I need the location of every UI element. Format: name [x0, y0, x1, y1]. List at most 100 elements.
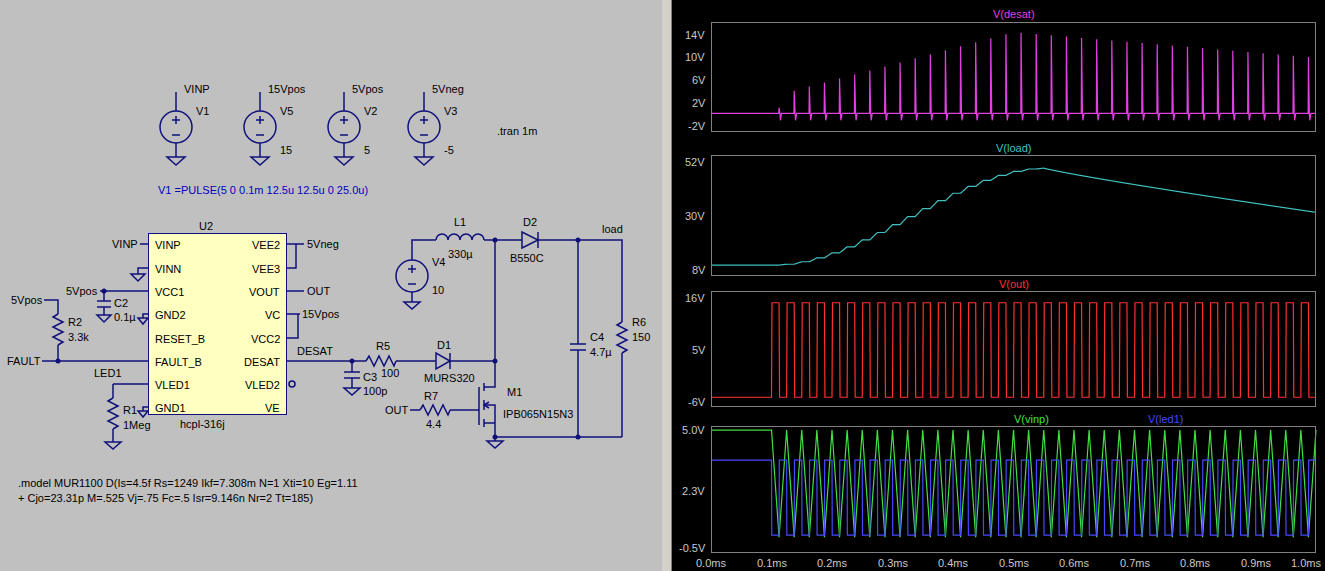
part-label: 5Vpos — [11, 294, 42, 307]
junction-dot — [576, 238, 581, 243]
part-label: 5Vpos — [66, 285, 97, 298]
axis-tick-label: 8V — [692, 264, 705, 277]
pin-name: GND2 — [155, 309, 186, 322]
part-label: C3 — [363, 371, 377, 384]
plot-pane: V(out) — [711, 291, 1316, 407]
part-label: 0.1µ — [114, 311, 136, 324]
pin-name: VCC1 — [155, 286, 184, 299]
part-label: .model MUR1100 D(Is=4.5f Rs=1249 Ikf=7.3… — [18, 477, 358, 490]
pin-name: RESET_B — [155, 333, 205, 346]
axis-tick-label: -2V — [688, 120, 705, 133]
source-symbol — [244, 111, 276, 143]
part-label: 4.7µ — [590, 346, 612, 359]
source-symbol — [396, 260, 428, 292]
waveform-trace — [711, 33, 1316, 121]
waveform-trace — [711, 168, 1316, 265]
part-label: 150 — [632, 331, 650, 344]
part-label: 1Meg — [123, 419, 151, 432]
part-label: LED1 — [94, 367, 122, 380]
window-divider — [662, 0, 672, 571]
junction-dot — [493, 435, 498, 440]
part-label: 330µ — [448, 248, 473, 261]
plot-ground — [672, 0, 1325, 571]
part-label: 10 — [432, 284, 444, 297]
part-label: D2 — [523, 216, 537, 229]
part-label: 4.4 — [426, 418, 441, 431]
pin-name: DESAT — [244, 356, 280, 369]
part-label: VINP — [112, 238, 138, 251]
waveforms — [711, 33, 1316, 538]
inductor-symbol — [436, 234, 484, 240]
time-axis-label: 0.7ms — [1120, 557, 1150, 570]
source-symbol — [160, 111, 192, 143]
wire — [42, 240, 622, 442]
part-label: IPB065N15N3 — [503, 408, 573, 421]
junction-dot — [576, 435, 581, 440]
junction-dot — [56, 359, 61, 364]
trace-title: V(desat) — [993, 8, 1035, 21]
trace-title: V(load) — [996, 142, 1031, 155]
plot-pane: V(desat) — [711, 22, 1316, 132]
pin-name: VLED1 — [155, 379, 190, 392]
part-label: 5Vneg — [307, 238, 339, 251]
part-label: .tran 1m — [497, 125, 537, 138]
part-label: C2 — [114, 297, 128, 310]
axis-tick-label: -6V — [688, 396, 705, 409]
part-label: R1 — [123, 404, 137, 417]
pin-name: VLED2 — [245, 379, 280, 392]
part-label: OUT — [385, 404, 408, 417]
part-label: FAULT — [7, 355, 40, 368]
part-label: M1 — [507, 386, 522, 399]
time-axis-label: 0.5ms — [999, 557, 1029, 570]
part-label: V1 — [196, 105, 209, 118]
schematic-ground — [0, 0, 662, 571]
pin-name: VEE2 — [252, 239, 280, 252]
part-label: B550C — [510, 252, 544, 265]
pin-name: VEE3 — [252, 263, 280, 276]
junction-dot — [350, 359, 355, 364]
part-label: V3 — [444, 105, 457, 118]
part-label: V2 — [364, 105, 377, 118]
pin-name: VINN — [155, 263, 181, 276]
time-axis-label: 0.1ms — [757, 557, 787, 570]
mosfet-symbol — [479, 383, 489, 427]
waveform-trace — [711, 303, 1316, 398]
part-label: 15Vpos — [302, 308, 339, 321]
source-symbol — [328, 111, 360, 143]
time-axis-label: 0.8ms — [1180, 557, 1210, 570]
capacitor-symbol — [97, 301, 586, 378]
part-label: + Cjo=23.31p M=.525 Vj=.75 Fc=.5 Isr=9.1… — [18, 492, 313, 505]
trace-title: V(out) — [999, 278, 1029, 291]
junction-dot — [493, 359, 498, 364]
part-label: V5 — [280, 105, 293, 118]
time-axis-label: 0.4ms — [938, 557, 968, 570]
axis-tick-label: 16V — [685, 292, 705, 305]
part-label: 15Vpos — [268, 83, 305, 96]
pin-name: VINP — [155, 239, 181, 252]
axis-tick-label: 2.3V — [682, 485, 705, 498]
part-label: DESAT — [297, 345, 333, 358]
part-label: -5 — [444, 144, 454, 157]
axis-tick-label: 10V — [685, 51, 705, 64]
time-axis-label: 1.0ms — [1291, 557, 1321, 570]
time-axis-label: 0.6ms — [1059, 557, 1089, 570]
part-label: 5 — [364, 144, 370, 157]
part-label: 3.3k — [68, 331, 89, 344]
axis-tick-label: -0.5V — [679, 542, 705, 555]
waveform-trace — [711, 430, 1316, 537]
part-label: R6 — [632, 316, 646, 329]
time-axis-label: 0.2ms — [817, 557, 847, 570]
time-axis-label: 0.3ms — [878, 557, 908, 570]
axis-tick-label: 5.0V — [682, 424, 705, 437]
part-name: U2 — [199, 220, 213, 233]
axis-tick-label: 30V — [685, 210, 705, 223]
part-label: R2 — [68, 316, 82, 329]
axis-tick-label: 6V — [692, 74, 705, 87]
part-label: 100 — [381, 367, 399, 380]
part-label: OUT — [307, 285, 330, 298]
part-label: D1 — [437, 339, 451, 352]
time-axis-label: 0.0ms — [696, 557, 726, 570]
resistor-symbol — [53, 314, 627, 429]
part-label: load — [602, 223, 623, 236]
